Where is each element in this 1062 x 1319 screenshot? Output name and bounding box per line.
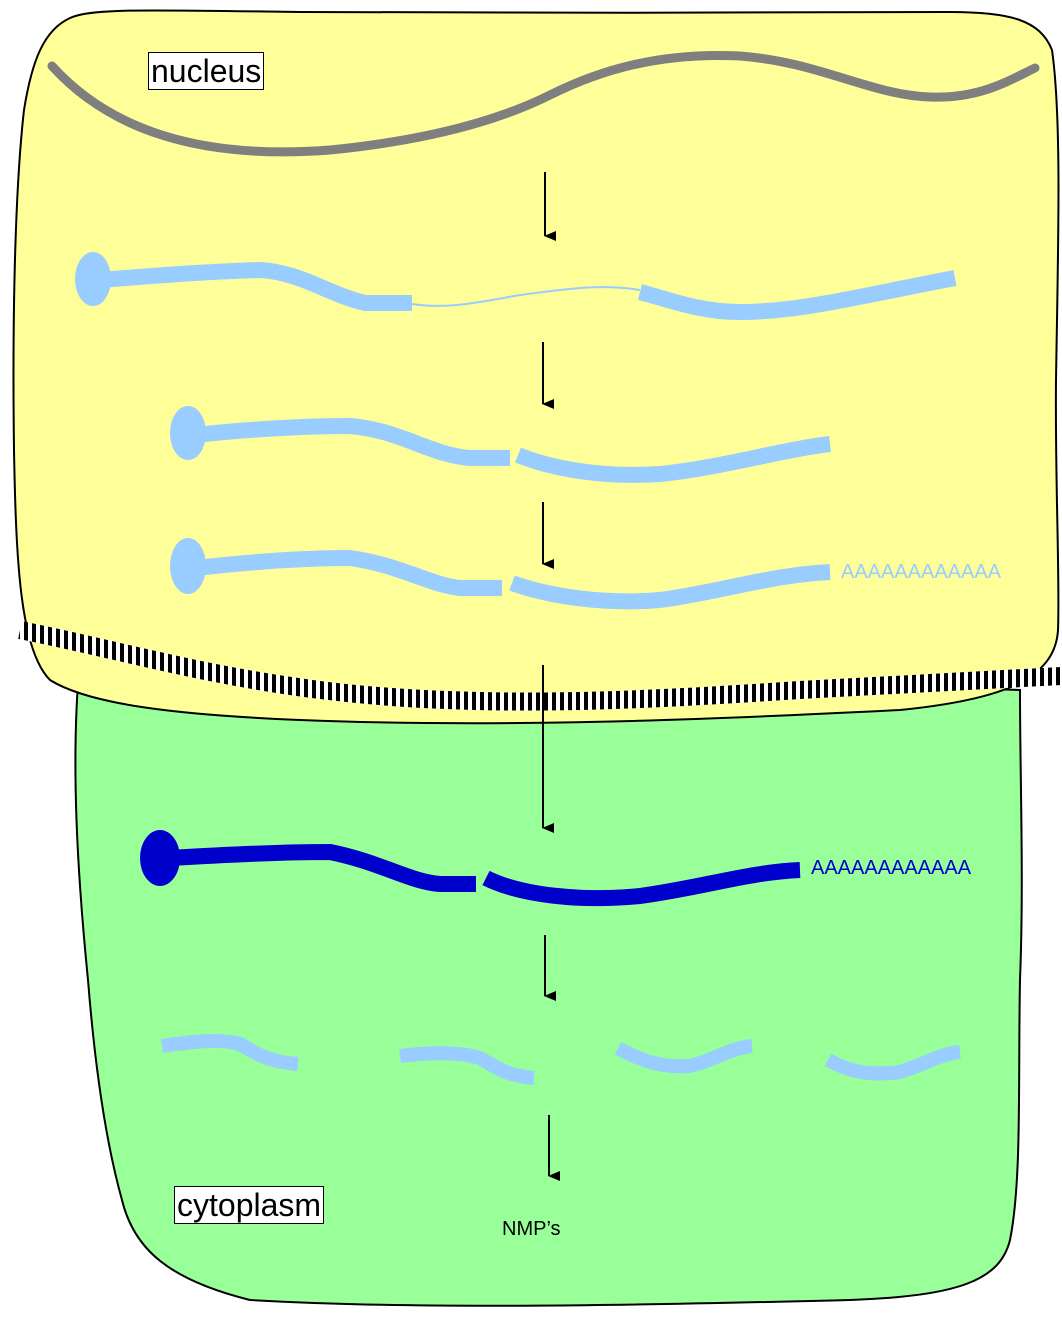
nmps-label: NMP’s — [502, 1218, 561, 1241]
nucleus-region — [13, 10, 1058, 723]
poly-a-tail-cytoplasmic: AAAAAAAAAAAA — [811, 857, 971, 880]
cytoplasm-label: cytoplasm — [174, 1186, 324, 1224]
nucleus-label: nucleus — [148, 52, 264, 90]
poly-a-tail-nuclear: AAAAAAAAAAAA — [841, 561, 1001, 584]
